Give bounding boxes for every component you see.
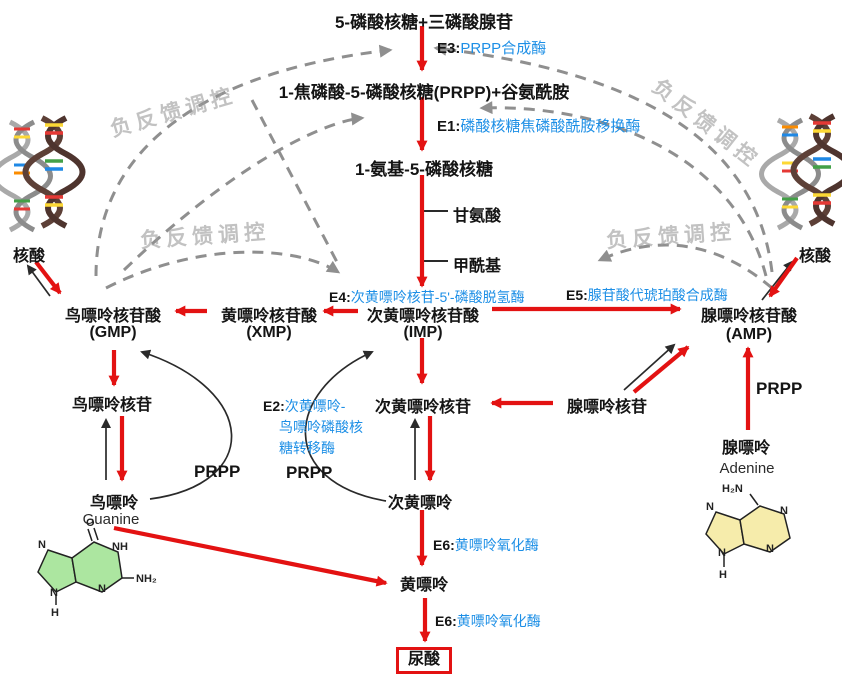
node-ribose-atp: 5-磷酸核糖+三磷酸腺苷	[334, 13, 514, 32]
node-gmp-abbr: (GMP)	[89, 324, 137, 341]
enzyme-e6-upper-id: E6:	[433, 537, 455, 553]
node-amp-abbr: (AMP)	[725, 326, 773, 343]
node-guanosine: 鸟嘌呤核苷	[71, 397, 153, 414]
node-nucleic-acid-left: 核酸	[13, 248, 46, 265]
dna-helix-right	[759, 113, 842, 231]
uric-acid-box: 尿酸	[395, 647, 453, 674]
node-xmp-abbr: (XMP)	[246, 324, 292, 341]
enzyme-e6-lower-id: E6:	[435, 613, 457, 629]
enzyme-e2-line3: 糖转移酶	[279, 440, 335, 456]
adenine-h-label: H	[719, 569, 727, 581]
enzyme-e2-line2: 鸟嘌呤磷酸核	[279, 419, 363, 435]
watermark-top-right: 负反馈调控	[647, 75, 765, 174]
dna-helix-left	[0, 115, 86, 233]
label-prpp-middle: PRPP	[286, 463, 333, 482]
guanine-nh2-label: NH₂	[136, 573, 157, 585]
adenine-n-low-label: N	[718, 547, 726, 559]
guanine-structure: O NH NH₂ N N N H	[37, 517, 157, 619]
watermark-mid-right: 负反馈调控	[605, 220, 737, 253]
guanine-nh-label: NH	[112, 541, 128, 553]
node-imp-abbr: (IMP)	[403, 324, 443, 341]
node-xmp: 黄嘌呤核苷酸	[220, 308, 318, 325]
enzyme-e3: E3:PRPP合成酶	[437, 37, 546, 58]
enzyme-e5: E5:腺苷酸代琥珀酸合成酶	[566, 285, 728, 305]
enzyme-e6-lower: E6:黄嘌呤氧化酶	[435, 611, 541, 631]
enzyme-e4-name: 次黄嘌呤核苷-5'-磷酸脱氢酶	[350, 289, 525, 305]
guanine-n-left-label: N	[38, 539, 46, 551]
node-nucleic-acid-right: 核酸	[799, 248, 832, 265]
node-guanine-en: Guanine	[82, 511, 140, 528]
enzyme-e4: E4:次黄嘌呤核苷-5'-磷酸脱氢酶	[329, 287, 525, 307]
feedback-gmp-to-e4	[105, 250, 341, 290]
arrow-gmp-to-nucleic-left	[26, 264, 51, 297]
adenine-h2n-label: H₂N	[722, 483, 743, 495]
adenine-n-bottom-label: N	[766, 543, 774, 555]
enzyme-e5-name: 腺苷酸代琥珀酸合成酶	[587, 287, 728, 303]
watermark-mid-left: 负反馈调控	[139, 220, 271, 253]
enzyme-e5-id: E5:	[566, 287, 588, 303]
adenine-structure: H₂N N N N N H	[705, 483, 791, 581]
node-amino-ribose: 1-氨基-5-磷酸核糖	[355, 160, 493, 179]
enzyme-e6-upper-name: 黄嘌呤氧化酶	[454, 537, 539, 553]
node-uric-acid: 尿酸	[395, 645, 453, 674]
arrow-amp-to-nucleic-right	[761, 260, 794, 301]
node-prpp-glutamine: 1-焦磷酸-5-磷酸核糖(PRPP)+谷氨酰胺	[278, 83, 570, 102]
enzyme-e3-name: PRPP合成酶	[460, 40, 547, 57]
node-glycine: 甘氨酸	[453, 208, 502, 225]
guanine-n-low-label: N	[50, 587, 58, 599]
enzyme-e6-lower-name: 黄嘌呤氧化酶	[456, 613, 541, 629]
node-gmp: 鸟嘌呤核苷酸	[64, 308, 162, 325]
node-formyl: 甲酰基	[453, 258, 502, 275]
watermark-top-left: 负反馈调控	[107, 83, 240, 142]
label-prpp-left: PRPP	[194, 462, 241, 481]
enzyme-e3-id: E3:	[437, 40, 461, 57]
node-adenine: 腺嘌呤	[721, 440, 771, 457]
arrow-nucleic-left-to-gmp	[34, 260, 62, 295]
node-amp: 腺嘌呤核苷酸	[700, 308, 798, 325]
node-xanthine: 黄嘌呤	[399, 577, 449, 594]
guanine-n-bottom-label: N	[98, 583, 106, 595]
adenine-n-right-label: N	[780, 505, 788, 517]
adenine-n-left-label: N	[706, 501, 714, 513]
enzyme-e2: E2:次黄嘌呤- 鸟嘌呤磷酸核 糖转移酶	[263, 396, 363, 459]
enzyme-e2-id: E2:	[263, 398, 285, 414]
node-inosine: 次黄嘌呤核苷	[374, 399, 472, 416]
enzyme-e1-id: E1:	[437, 118, 461, 135]
enzyme-e6-upper: E6:黄嘌呤氧化酶	[433, 535, 539, 555]
guanine-h-label: H	[51, 607, 59, 619]
enzyme-e2-line1: E2:次黄嘌呤-	[263, 398, 346, 414]
enzyme-e1-name: 磷酸核糖焦磷酸酰胺移换酶	[460, 118, 641, 135]
node-adenine-en: Adenine	[719, 460, 775, 477]
node-imp: 次黄嘌呤核苷酸	[366, 308, 480, 325]
node-adenosine: 腺嘌呤核苷	[566, 399, 648, 416]
arrow-adenosine-to-amp-black	[623, 343, 676, 391]
arrow-guanine-to-xanthine	[113, 525, 388, 587]
node-hypoxanthine: 次黄嘌呤	[387, 495, 453, 512]
enzyme-e1: E1:磷酸核糖焦磷酸酰胺移换酶	[437, 115, 640, 136]
arrow-adenosine-to-amp-red	[632, 345, 690, 394]
enzyme-e4-id: E4:	[329, 289, 351, 305]
branch-ticks	[424, 210, 448, 262]
label-prpp-right: PRPP	[756, 379, 803, 398]
arrow-nucleic-right-to-amp	[768, 256, 799, 298]
node-guanine: 鸟嘌呤	[89, 495, 139, 512]
